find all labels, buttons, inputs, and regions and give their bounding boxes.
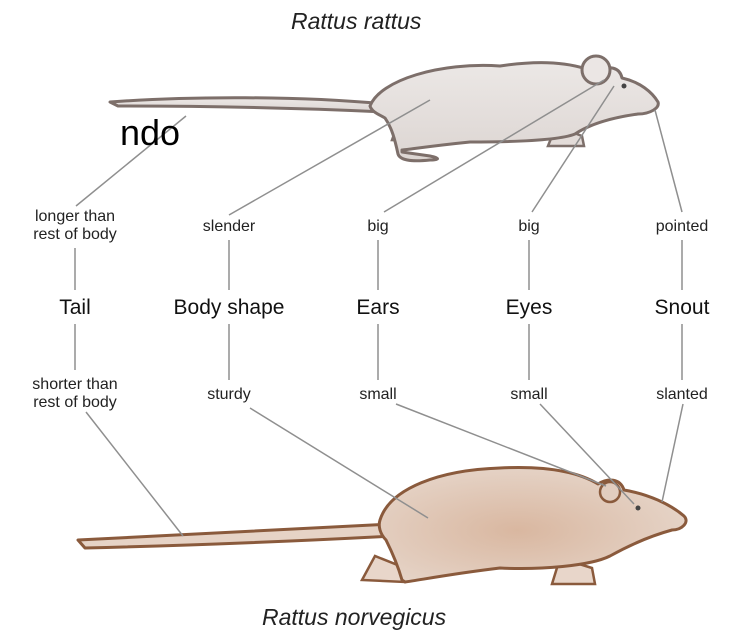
ears-bottom-label: small: [359, 386, 396, 404]
norvegicus-tail: [78, 524, 394, 548]
norvegicus-eye: [636, 506, 641, 511]
body-shape-bottom-label: sturdy: [207, 386, 251, 404]
tail-top-label: longer than rest of body: [33, 208, 117, 244]
rattus-norvegicus-title: Rattus norvegicus: [262, 604, 446, 631]
snout-bottom-label: slanted: [656, 386, 708, 404]
body-shape-top-label: slender: [203, 218, 255, 236]
tail-top-label-line1: longer than: [33, 208, 117, 226]
ears-top-label: big: [367, 218, 388, 236]
tail-bottom-label-line2: rest of body: [32, 394, 117, 412]
tail-bottom-label-line1: shorter than: [32, 376, 117, 394]
connector-body-bottom-to-rat: [250, 408, 428, 518]
eyes-bottom-label: small: [510, 386, 547, 404]
tail-category: Tail: [59, 296, 91, 320]
connector-snout-top-to-rat: [655, 110, 682, 212]
eyes-top-label: big: [518, 218, 539, 236]
rattus-ear: [582, 56, 610, 84]
connector-tail-bottom-to-rat: [86, 412, 183, 536]
rattus-eye: [622, 84, 627, 89]
body-shape-category: Body shape: [174, 296, 285, 320]
rattus-tail: [110, 98, 386, 112]
rattus-norvegicus-illustration: [78, 468, 686, 584]
snout-top-label: pointed: [656, 218, 709, 236]
connector-snout-bottom-to-rat: [662, 404, 683, 502]
rattus-body: [370, 63, 658, 161]
tail-top-label-line2: rest of body: [33, 226, 117, 244]
rattus-rattus-title: Rattus rattus: [291, 8, 421, 35]
cropped-text-fragment: ndo: [120, 112, 180, 154]
tail-bottom-label: shorter than rest of body: [32, 376, 117, 412]
snout-category: Snout: [655, 296, 710, 320]
norvegicus-body: [379, 468, 686, 582]
ears-category: Ears: [356, 296, 399, 320]
eyes-category: Eyes: [506, 296, 553, 320]
